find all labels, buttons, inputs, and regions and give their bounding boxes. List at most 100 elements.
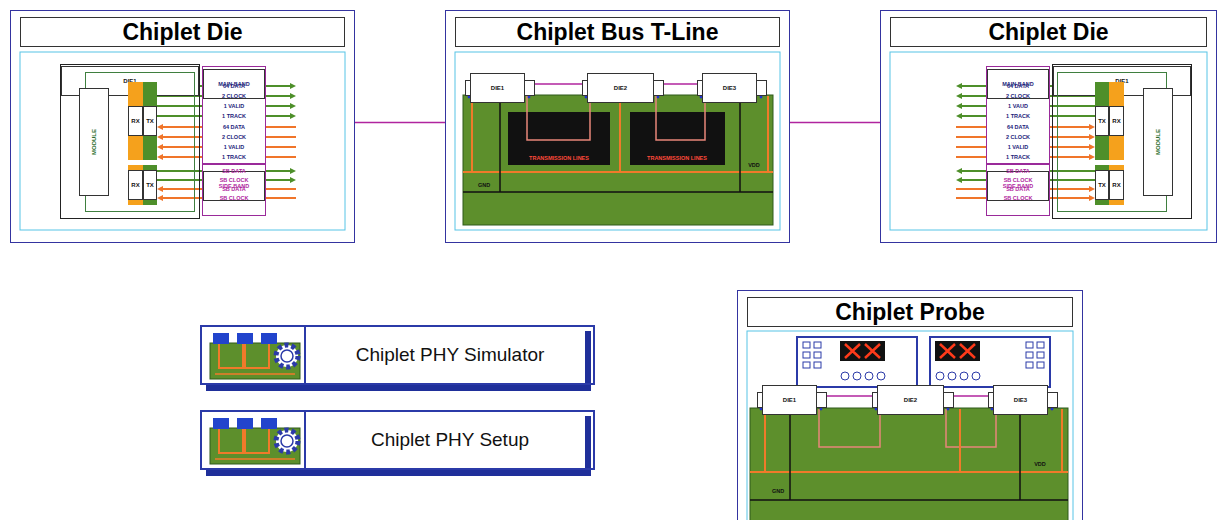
signal-line: [163, 156, 202, 158]
drawn-shape: [936, 342, 1044, 380]
drawn-shape: [936, 372, 944, 380]
die-chip: DIE1: [465, 80, 535, 96]
node-label: DIE3: [702, 73, 757, 103]
drawn-shape: [803, 352, 810, 358]
arrow-head: [290, 103, 296, 109]
pin-dot: [947, 408, 950, 411]
signal-label: 1 VALID: [224, 144, 245, 150]
signal-line: [157, 179, 202, 181]
node-label: RX: [128, 170, 143, 200]
arrow-head: [956, 177, 962, 183]
arrow-head: [290, 83, 296, 89]
drawn-shape: [940, 344, 975, 358]
drawn-shape: [877, 372, 885, 380]
rail-label: GND: [772, 488, 784, 494]
signal-label: 64 DATA: [223, 124, 245, 130]
panel-ground: [20, 52, 1207, 520]
signal-label: SB DATA: [1006, 186, 1030, 192]
signal-label: 2 CLOCK: [1006, 134, 1030, 140]
signal-line: [962, 105, 986, 107]
drawn-shape: [814, 362, 821, 368]
connector: [827, 395, 872, 397]
drawn-shape: [803, 342, 810, 348]
rx-block: RX: [1109, 82, 1124, 160]
rx-block: RX: [1109, 165, 1124, 205]
line-label: TRANSMISSION LINES: [647, 155, 707, 161]
signal-line: [266, 156, 296, 158]
signal-line: [1050, 126, 1089, 128]
signal-line: [266, 188, 296, 190]
signal-label: 1 VALID: [1008, 144, 1029, 150]
signal-line: [157, 105, 202, 107]
drawn-shape: [845, 344, 880, 358]
signal-line: [266, 179, 290, 181]
probe-instrument: [797, 337, 1050, 392]
drawn-shape: [1037, 362, 1044, 368]
drawn-shape: [1052, 64, 1192, 219]
drawn-shape: [814, 352, 821, 358]
drawn-shape: [841, 372, 849, 380]
arrow-head: [157, 195, 163, 201]
die-chip: DIE2: [872, 392, 954, 408]
rail-label: GND: [478, 182, 490, 188]
signal-line: [266, 95, 290, 97]
node-label: DIE3: [993, 385, 1048, 415]
arrow-head: [157, 154, 163, 160]
signal-line: [962, 85, 986, 87]
drawn-shape: [1037, 342, 1044, 348]
signal-line: [1050, 188, 1089, 190]
drawn-shape: [304, 325, 306, 385]
die-chip: DIE3: [697, 80, 767, 96]
node-label: TX: [1095, 106, 1109, 136]
arrow-head: [157, 124, 163, 130]
tool-panel: Chiplet ProbeDIE1DIE2DIE3: [737, 290, 1083, 520]
tool-button: Chiplet PHY Simulator: [200, 325, 595, 385]
signal-line: [266, 136, 296, 138]
drawn-shape: [930, 337, 1050, 387]
node-label: RX: [128, 106, 143, 136]
signal-line: [956, 136, 986, 138]
drawn-shape: [1037, 352, 1044, 358]
drawn-shape: [1026, 362, 1033, 368]
drawn-shape: [803, 362, 810, 368]
arrow-head: [157, 134, 163, 140]
signal-label: SB CLOCK: [220, 177, 249, 183]
node-label: DIE2: [877, 385, 944, 415]
signal-line: [163, 188, 202, 190]
tx-block: TX: [143, 165, 157, 205]
connector: [664, 83, 697, 85]
signal-line: [266, 146, 296, 148]
drawn-shape: [797, 337, 917, 387]
tool-panel: Chiplet DieDIE1MODULERXTXRXTXMAIN BANDSI…: [10, 10, 355, 243]
tx-block: TX: [1095, 165, 1109, 205]
signal-line: [962, 179, 986, 181]
tool-panel: Chiplet Bus T-LineDIE1DIE2DIE3: [445, 10, 790, 243]
drawn-shape: [935, 341, 980, 361]
signal-line: [962, 115, 986, 117]
tx-block: TX: [143, 82, 157, 160]
rx-block: RX: [128, 165, 143, 205]
signal-label: SB DATA: [1006, 168, 1030, 174]
signal-line: [266, 126, 296, 128]
arrow-head: [290, 177, 296, 183]
signal-line: [1050, 197, 1089, 199]
node-label: DIE1: [470, 73, 525, 103]
drawn-shape: [865, 372, 873, 380]
signal-label: 2 CLOCK: [222, 134, 246, 140]
signal-line: [1050, 136, 1089, 138]
drawn-shape: [803, 342, 885, 380]
signal-line: [956, 146, 986, 148]
signal-label: SB CLOCK: [1004, 195, 1033, 201]
signal-line: [157, 170, 202, 172]
signal-label: 1 TRACK: [222, 154, 246, 160]
drawn-shape: [508, 112, 610, 165]
die-chip: DIE2: [582, 80, 664, 96]
drawn-shape: [948, 372, 956, 380]
button-label: Chiplet PHY Simulator: [307, 344, 593, 366]
signal-line: [956, 156, 986, 158]
node-label: MODULE: [79, 88, 109, 196]
rx-block: RX: [128, 82, 143, 160]
die-chip: DIE3: [988, 392, 1058, 408]
drawn-shape: [814, 342, 821, 348]
arrow-head: [157, 144, 163, 150]
